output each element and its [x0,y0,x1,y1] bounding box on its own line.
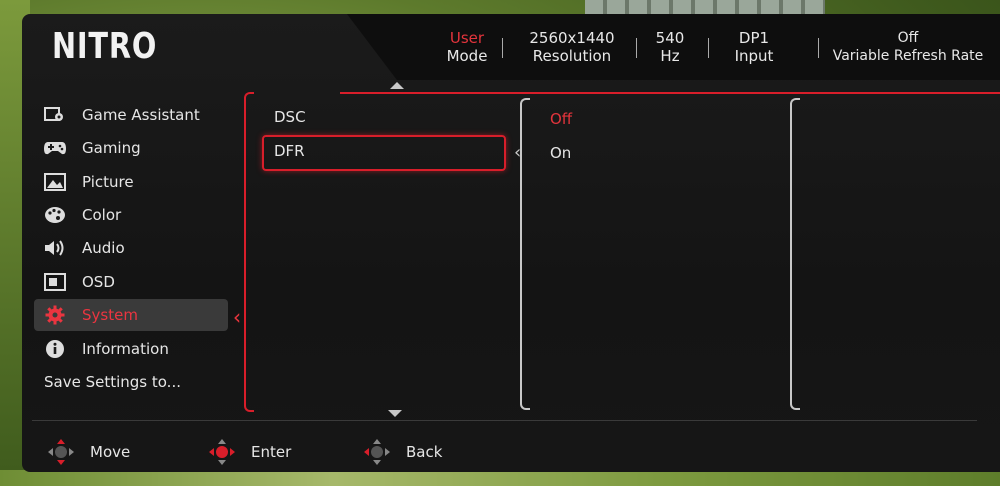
sidebar-item-label: System [82,306,138,324]
sidebar-item-picture[interactable]: Picture [34,166,228,198]
header-separator [818,38,819,58]
submenu-item-dsc[interactable]: DSC [274,108,306,126]
info-icon [42,339,68,359]
sidebar-item-osd[interactable]: OSD [34,266,228,298]
stat-refresh-value: 540 [655,29,685,47]
stat-resolution-value: 2560x1440 [529,29,615,47]
picture-icon [42,172,68,192]
sidebar-item-label: Information [82,340,169,358]
sidebar-item-save-settings[interactable]: Save Settings to... [34,366,238,398]
sidebar-item-label: Picture [82,173,134,191]
footer-divider [32,420,977,421]
footer-back-label: Back [406,443,443,461]
dpad-move-icon [46,437,76,467]
sidebar-item-label: OSD [82,273,115,291]
sidebar-item-game-assistant[interactable]: Game Assistant [34,99,228,131]
header-separator [636,38,637,58]
footer-enter-label: Enter [251,443,292,461]
stat-refresh-label: Hz [660,47,680,65]
gear-icon [42,305,68,325]
stat-mode-label: Mode [446,47,488,65]
stat-vrr-value: Off [897,30,919,46]
nitro-logo: NITRO [52,26,158,67]
stat-input-value: DP1 [738,29,770,47]
scroll-down-arrow-icon[interactable] [388,410,402,417]
sidebar-item-label: Save Settings to... [44,373,181,391]
background-scenery-bottom [0,470,1000,486]
submenu-bracket [244,92,254,412]
header-separator [708,38,709,58]
sidebar-item-gaming[interactable]: Gaming [34,132,228,164]
stat-input: DP1 Input [722,29,786,65]
palette-icon [42,205,68,225]
dpad-back-icon [362,437,392,467]
stat-resolution-label: Resolution [532,47,612,65]
stat-input-label: Input [734,47,774,65]
sidebar-item-information[interactable]: Information [34,333,228,365]
option-on[interactable]: On [550,144,572,162]
header-separator [502,38,503,58]
stat-vrr-label: Variable Refresh Rate [832,48,984,64]
header-panel [347,14,1000,80]
sidebar-item-label: Game Assistant [82,106,200,124]
footer-move: Move [46,437,130,467]
stat-vrr: Off Variable Refresh Rate [830,29,986,65]
sidebar-item-system[interactable]: System [34,299,228,331]
stat-mode: User Mode [442,29,492,65]
option-off[interactable]: Off [550,110,573,128]
footer-move-label: Move [90,443,131,461]
stat-resolution: 2560x1440 Resolution [522,29,622,65]
info-bracket [790,98,800,410]
scroll-up-arrow-icon[interactable] [390,82,404,89]
stat-mode-value: User [449,29,485,47]
gamepad-icon [42,138,68,158]
game-assistant-icon [42,105,68,125]
sidebar-item-color[interactable]: Color [34,199,228,231]
sidebar-item-label: Gaming [82,139,141,157]
footer-enter: Enter [207,437,291,467]
footer-back: Back [362,437,442,467]
dpad-enter-icon [207,437,237,467]
speaker-icon [42,238,68,258]
sidebar-item-label: Audio [82,239,125,257]
header-accent-line [340,34,1000,94]
sidebar-item-audio[interactable]: Audio [34,232,228,264]
osd-window: NITRO User Mode 2560x1440 Resolution 540… [22,14,1000,472]
sidebar-item-label: Color [82,206,122,224]
submenu-selection-box [262,135,506,171]
submenu-item-dfr[interactable]: DFR [274,142,305,160]
chevron-left-icon: ‹ [514,142,522,163]
stat-refresh: 540 Hz [650,29,690,65]
osd-icon [42,272,68,292]
options-bracket [520,98,530,410]
